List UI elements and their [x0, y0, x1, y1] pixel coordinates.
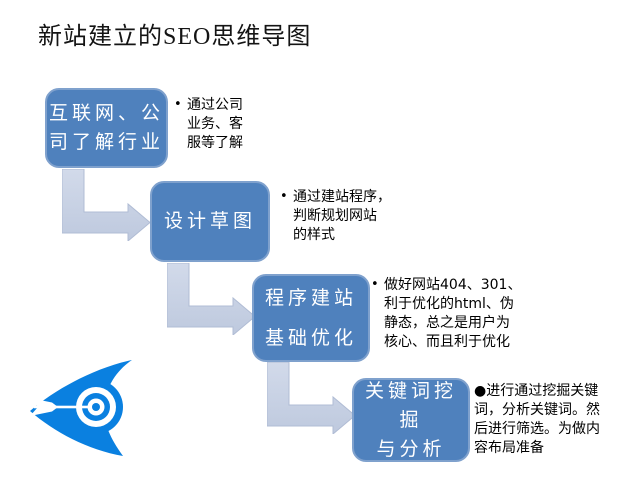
target-dart-logo: [30, 360, 132, 456]
step-label: 关键词挖掘 与分析: [364, 379, 457, 460]
step-label: 设计草图: [163, 210, 256, 232]
step-note: ●进行通过挖掘关键 词，分析关键词。然 后进行筛选。为做内 容布局准备: [474, 382, 600, 458]
page-title: 新站建立的SEO思维导图: [38, 24, 312, 50]
step-box-site-build-optimization: 程序建站 基础优化: [252, 274, 370, 362]
step-note-text: 做好网站404、301、 利于优化的html、伪 静态，总之是用户为 核心、而且…: [384, 277, 522, 350]
elbow-arrow-icon: [167, 263, 256, 335]
step-note: • 通过建站程序， 判断规划网站 的样式: [280, 188, 391, 245]
step-note: • 做好网站404、301、 利于优化的html、伪 静态，总之是用户为 核心、…: [371, 276, 522, 352]
step-note: • 通过公司 业务、客 服等了解: [174, 96, 243, 153]
step-label: 程序建站 基础优化: [264, 287, 357, 349]
elbow-arrow-icon: [267, 362, 356, 434]
bullet-dot: •: [280, 189, 288, 204]
elbow-arrow-icon: [62, 169, 151, 241]
step-note-text: 通过公司 业务、客 服等了解: [187, 97, 243, 151]
step-box-design-sketch: 设计草图: [150, 181, 270, 262]
bullet-dot: •: [371, 277, 379, 292]
step-box-keyword-mining: 关键词挖掘 与分析: [352, 378, 470, 462]
step-box-industry-research: 互联网、公 司了解行业: [45, 88, 168, 168]
step-note-text: ●进行通过挖掘关键 词，分析关键词。然 后进行筛选。为做内 容布局准备: [474, 383, 600, 456]
step-note-text: 通过建站程序， 判断规划网站 的样式: [293, 189, 391, 243]
step-label: 互联网、公 司了解行业: [48, 102, 164, 153]
bullet-dot: •: [174, 97, 182, 112]
